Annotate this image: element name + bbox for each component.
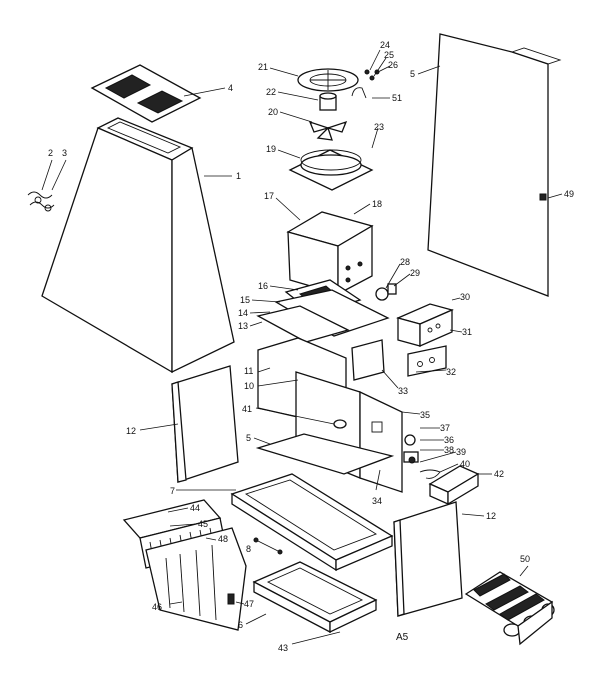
- callout-7: 7: [170, 486, 175, 496]
- callout-21: 21: [258, 62, 268, 72]
- callout-24: 24: [380, 40, 390, 50]
- top-grille: [90, 64, 226, 123]
- callout-16: 16: [258, 281, 268, 291]
- callout-39: 39: [456, 447, 466, 457]
- knob-clip: [375, 263, 411, 301]
- callout-26: 26: [388, 60, 398, 70]
- bottom-pan: [176, 473, 394, 572]
- callout-42: 42: [494, 469, 504, 479]
- valve-assembly: [375, 427, 492, 506]
- callout-48: 48: [218, 534, 228, 544]
- callout-36: 36: [444, 435, 454, 445]
- callout-45: 45: [198, 519, 208, 529]
- callout-46: 46: [152, 602, 162, 612]
- callout-1: 1: [236, 171, 241, 181]
- callout-25: 25: [384, 50, 394, 60]
- callout-30: 30: [460, 292, 470, 302]
- fan-assembly: [269, 67, 379, 191]
- callout-41: 41: [242, 404, 252, 414]
- callout-22: 22: [266, 87, 276, 97]
- callout-13: 13: [238, 321, 248, 331]
- screws-and-pipe: [351, 49, 391, 99]
- callout-15: 15: [240, 295, 250, 305]
- small-rod: [253, 537, 283, 555]
- ash-pan: [245, 561, 378, 645]
- callout-4: 4: [228, 83, 233, 93]
- front-grate: [122, 499, 247, 631]
- diagram-code: A5: [396, 632, 409, 643]
- callout-34: 34: [372, 496, 382, 506]
- callout-10: 10: [244, 381, 254, 391]
- hood-pyramid: [41, 117, 235, 374]
- callout-11: 11: [244, 366, 253, 376]
- callout-12-left: 12: [126, 426, 136, 436]
- control-box: [351, 297, 463, 389]
- side-panel-right: [393, 501, 485, 617]
- callout-5-back: 5: [410, 69, 415, 79]
- firebox: [275, 197, 374, 296]
- callout-17: 17: [264, 191, 274, 201]
- callout-8: 8: [246, 544, 251, 554]
- callout-labels: 1 2 3 4 5 5 6 7 8 10 11 12 12 13 14 15 1…: [48, 40, 574, 653]
- callout-14: 14: [238, 308, 248, 318]
- callout-23: 23: [374, 122, 384, 132]
- callout-31: 31: [462, 327, 472, 337]
- callout-33: 33: [398, 386, 408, 396]
- side-panel-left: [139, 365, 239, 483]
- callout-35: 35: [420, 410, 430, 420]
- base-tray: [253, 433, 395, 475]
- callout-40: 40: [460, 459, 470, 469]
- back-panel: [417, 33, 563, 297]
- callout-32: 32: [446, 367, 456, 377]
- callout-44: 44: [190, 503, 200, 513]
- callout-3: 3: [62, 148, 67, 158]
- callout-20: 20: [268, 107, 278, 117]
- callout-47: 47: [244, 599, 254, 609]
- burner-plate: [249, 279, 390, 343]
- callout-2: 2: [48, 148, 53, 158]
- callout-37: 37: [440, 423, 450, 433]
- callout-38: 38: [444, 445, 454, 455]
- callout-28: 28: [400, 257, 410, 267]
- callout-43: 43: [278, 643, 288, 653]
- callout-12-right: 12: [486, 511, 496, 521]
- callout-50: 50: [520, 554, 530, 564]
- callout-5-liner: 5: [246, 433, 251, 443]
- chain-part: [27, 159, 67, 212]
- callout-18: 18: [372, 199, 382, 209]
- callout-49: 49: [564, 189, 574, 199]
- callout-19: 19: [266, 144, 276, 154]
- callout-51: 51: [392, 93, 402, 103]
- log-set: [464, 565, 555, 646]
- callout-6: 6: [238, 620, 243, 630]
- callout-29: 29: [410, 268, 420, 278]
